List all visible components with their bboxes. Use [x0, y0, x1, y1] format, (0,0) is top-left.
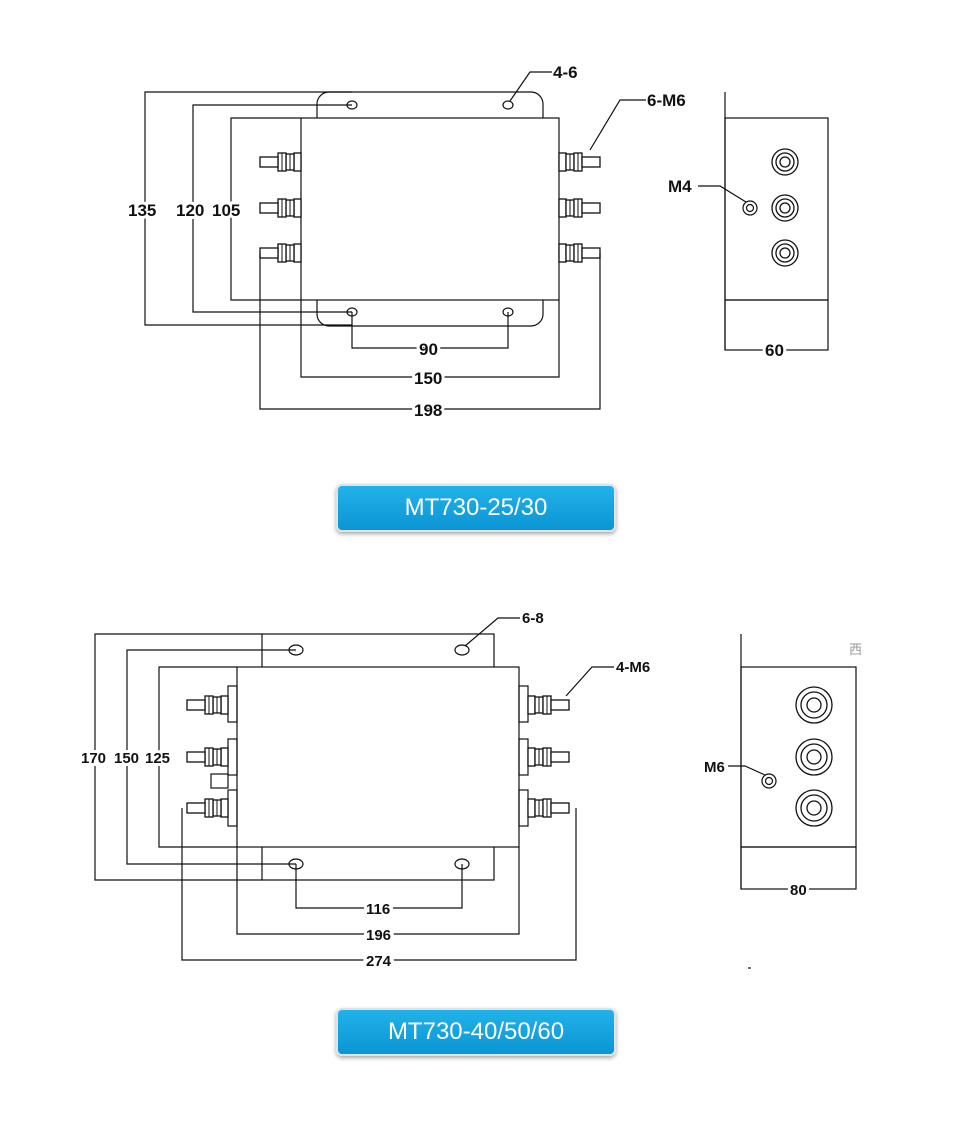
dim-hole-spacing: 116	[366, 901, 390, 918]
dim-line-150	[300, 300, 560, 378]
dim-vertical-mid: 120	[176, 201, 204, 220]
terminal-right	[558, 198, 601, 218]
dim-line-90	[351, 312, 509, 349]
leader-m4	[698, 185, 747, 203]
dim-line-105	[230, 117, 301, 301]
side-base	[724, 299, 829, 351]
terminal-housing	[518, 789, 529, 827]
model-label-text: MT730-25/30	[404, 494, 548, 521]
leader-6-8	[464, 617, 520, 647]
model-label-text: MT730-40/50/60	[387, 1018, 565, 1045]
drawing-1-labels: 4-6 6-M6 M4 135 120 105 90 150 198 60	[125, 63, 787, 423]
terminal-housing	[518, 685, 529, 723]
label-terminal-callout: 4-M6	[616, 659, 650, 676]
terminal-housing	[227, 738, 238, 776]
model-label-badge: MT730-25/30	[336, 484, 616, 532]
terminal-left	[187, 696, 228, 714]
terminal-housing	[518, 738, 529, 776]
dim-line-135	[144, 91, 352, 326]
dim-side-depth: 80	[790, 882, 807, 899]
terminal-left	[260, 244, 301, 262]
dim-overall-width: 274	[366, 953, 392, 970]
leader-6-m6	[589, 99, 646, 151]
drawing-2-labels: 6-8 4-M6 M6 170 150 125 116 196 274 80 西	[78, 610, 862, 973]
dim-hole-spacing: 90	[419, 340, 438, 359]
drawing-1	[144, 71, 829, 410]
dim-side-depth: 60	[765, 341, 784, 360]
stray-mark: 西	[849, 643, 862, 658]
terminal-stud	[771, 194, 799, 222]
label-ground-callout: M4	[668, 177, 692, 196]
filter-body	[236, 666, 520, 848]
terminal-stud	[771, 148, 799, 176]
label-ground-callout: M6	[704, 759, 725, 776]
side-base	[740, 846, 857, 890]
dim-line-198	[259, 253, 601, 410]
mount-hole	[454, 644, 470, 656]
leader-m6	[728, 765, 766, 776]
leader-4-6	[509, 71, 552, 102]
ground-stud-inner	[764, 776, 774, 786]
label-hole-callout: 6-8	[522, 610, 544, 627]
terminal-stud	[795, 686, 833, 724]
dim-vertical-inner: 105	[212, 201, 240, 220]
dim-vertical-mid: 150	[114, 750, 139, 767]
label-hole-callout: 4-6	[553, 63, 578, 82]
ground-block	[210, 773, 229, 789]
mount-hole	[502, 100, 514, 110]
dim-line-116	[295, 864, 463, 909]
terminal-right	[527, 747, 570, 767]
leader-4-m6	[565, 666, 614, 697]
dim-body-width: 150	[414, 369, 442, 388]
terminal-left	[260, 199, 301, 217]
filter-body	[300, 117, 560, 301]
terminal-left	[187, 748, 228, 766]
terminal-right	[527, 798, 570, 818]
terminal-stud	[795, 789, 833, 827]
ground-stud-inner	[745, 203, 755, 213]
dim-overall-width: 198	[414, 401, 442, 420]
dim-line-170	[94, 633, 262, 881]
dim-vertical-inner: 125	[145, 750, 170, 767]
terminal-right	[558, 243, 601, 263]
terminal-housing	[227, 685, 238, 723]
ground-stud	[742, 200, 758, 216]
dim-line-274	[181, 808, 577, 961]
terminal-stud	[771, 239, 799, 267]
ground-stud	[761, 773, 777, 789]
terminal-right	[527, 695, 570, 715]
terminal-housing	[227, 789, 238, 827]
terminal-right	[558, 152, 601, 172]
label-terminal-callout: 6-M6	[647, 91, 686, 110]
dim-line-196	[236, 847, 520, 935]
terminal-left	[260, 153, 301, 171]
dim-line-120	[192, 104, 352, 313]
terminal-stud	[795, 738, 833, 776]
terminal-left	[187, 799, 228, 817]
dim-vertical-outer: 135	[128, 201, 156, 220]
drawing-2	[94, 617, 857, 969]
dim-body-width: 196	[366, 927, 391, 944]
dim-line-150	[126, 649, 296, 865]
model-label-badge: MT730-40/50/60	[336, 1008, 616, 1056]
dim-line-125	[158, 666, 237, 848]
dim-vertical-outer: 170	[81, 750, 106, 767]
